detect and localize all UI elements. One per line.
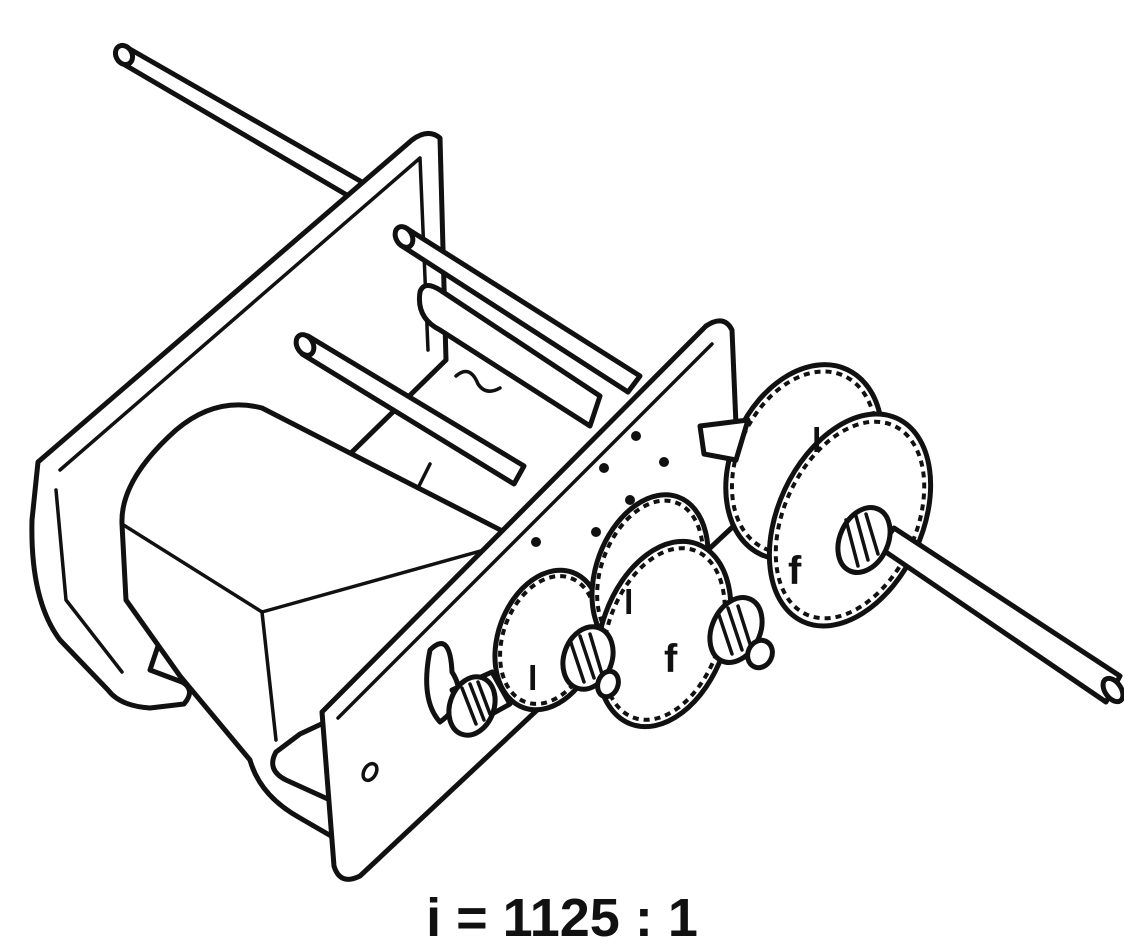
output-shaft [835,505,1124,705]
gear-label-f-2: f [788,549,802,593]
inner-shafts [293,224,643,487]
gear-label-l-3: l [812,422,821,460]
gear-label-l-2: l [624,584,633,622]
gear-label-f-1: f [664,637,678,681]
gear-label-l-1: l [528,660,537,698]
gear-stage-1 [446,567,604,738]
gear-ratio-caption: i = 1125 : 1 [426,888,698,943]
gear-stage-2 [560,492,734,730]
motor-housing [119,402,523,843]
rear-shaft [112,42,365,201]
